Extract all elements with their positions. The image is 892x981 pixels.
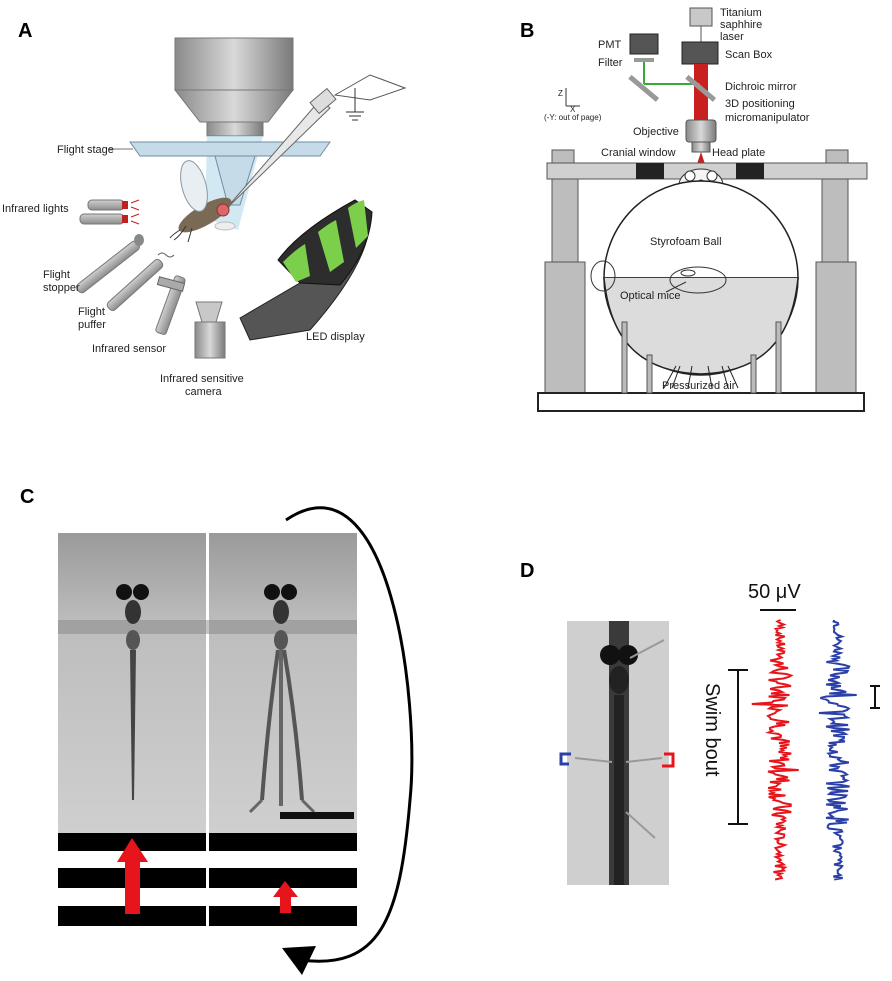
led-display: [239, 199, 373, 341]
label-laser-2: saphhire: [720, 19, 762, 31]
infrared-lights: [79, 199, 140, 225]
feedback-loop-arrow: [285, 506, 414, 963]
red-electrode-marker: [662, 752, 675, 768]
label-positioning-2: micromanipulator: [725, 112, 810, 124]
scale-bar: [280, 812, 354, 819]
mirror-left: [628, 74, 660, 102]
laser-beam: [694, 64, 708, 122]
electrode: [224, 74, 407, 211]
laser-box: [689, 7, 713, 27]
scale-bar-voltage: [870, 685, 880, 709]
panel-c-letter: C: [20, 486, 34, 508]
panel-c: C: [20, 486, 414, 975]
objective-lens: [173, 37, 295, 137]
label-pressurized-air: Pressurized air: [662, 380, 736, 392]
cup-supports: [621, 321, 782, 394]
trace-blue: [818, 619, 857, 881]
label-scan-box: Scan Box: [725, 49, 773, 61]
label-dichroic: Dichroic mirror: [725, 81, 797, 93]
label-cranial-window: Cranial window: [601, 147, 676, 159]
grating-stripes: [58, 833, 357, 926]
label-camera-2: camera: [185, 386, 223, 398]
electrode-top: [629, 639, 665, 659]
head-plate-right: [736, 163, 764, 179]
ephys-traces: [751, 619, 857, 881]
motion-arrow-small: [273, 881, 298, 913]
motion-arrow-large: [117, 838, 148, 914]
scan-box: [681, 41, 719, 65]
panel-d-letter: D: [520, 560, 534, 582]
panel-a-letter: A: [18, 20, 32, 42]
label-axis-y: (-Y: out of page): [544, 113, 602, 122]
infrared-sensor: [155, 275, 186, 335]
filter: [634, 58, 654, 62]
air-arrows: [663, 365, 739, 389]
label-axis-x: X: [570, 105, 576, 114]
camera-icon: [194, 301, 226, 359]
electrode-bottom: [625, 811, 656, 839]
electrode-right: [625, 757, 663, 763]
electrode-left: [574, 757, 613, 763]
label-laser-3: laser: [720, 31, 744, 43]
label-pmt: PMT: [598, 39, 622, 51]
label-flight-stopper-2: stopper: [43, 282, 80, 294]
blue-electrode-marker: [559, 752, 571, 766]
label-flight-puffer-1: Flight: [78, 306, 105, 318]
panel-b-letter: B: [520, 20, 534, 42]
pmt-box: [629, 33, 659, 55]
feedback-arrowhead-icon: [282, 946, 316, 975]
trace-red: [751, 619, 799, 881]
optical-mouse-left: [590, 260, 616, 292]
swim-bout-bracket: [728, 669, 748, 825]
larva-straight: [116, 584, 149, 800]
axis-indicator: Z X (-Y: out of page): [544, 88, 602, 122]
flight-puffer: [106, 252, 175, 311]
label-head-plate: Head plate: [712, 147, 765, 159]
larva-swimming: [248, 584, 316, 814]
panel-a: A Flight stage: [2, 20, 407, 398]
label-laser-1: Titanium: [720, 7, 762, 19]
flight-stage: [129, 141, 331, 206]
label-positioning-1: 3D positioning: [725, 98, 795, 110]
fly-icon: [169, 160, 236, 243]
label-swim-bout: Swim bout: [701, 683, 723, 777]
label-styrofoam: Styrofoam Ball: [650, 236, 722, 248]
dichroic-mirror: [685, 74, 717, 102]
label-infrared-lights: Infrared lights: [2, 203, 69, 215]
label-flight-stopper-1: Flight: [43, 269, 70, 281]
label-axis-z: Z: [558, 89, 563, 98]
label-optical-mice: Optical mice: [620, 290, 681, 302]
head-plate-left: [636, 163, 664, 179]
label-led-display: LED display: [306, 331, 365, 343]
label-infrared-sensor: Infrared sensor: [92, 343, 166, 355]
optical-mouse-bottom: [669, 266, 727, 294]
label-filter: Filter: [598, 57, 623, 69]
panel-b: B Titanium saphhire laser Scan Box PMT F…: [520, 7, 868, 412]
label-objective: Objective: [633, 126, 679, 138]
styrofoam-ball: [603, 180, 799, 376]
flight-stopper: [76, 234, 144, 294]
label-flight-stage: Flight stage: [57, 144, 114, 156]
panel-d: D 50 μV Swim bout: [520, 560, 880, 885]
larva-dorsal: [600, 621, 638, 885]
label-camera-1: Infrared sensitive: [160, 373, 244, 385]
support-frame: [537, 149, 868, 412]
label-scale: 50 μV: [748, 581, 801, 603]
label-flight-puffer-2: puffer: [78, 319, 106, 331]
